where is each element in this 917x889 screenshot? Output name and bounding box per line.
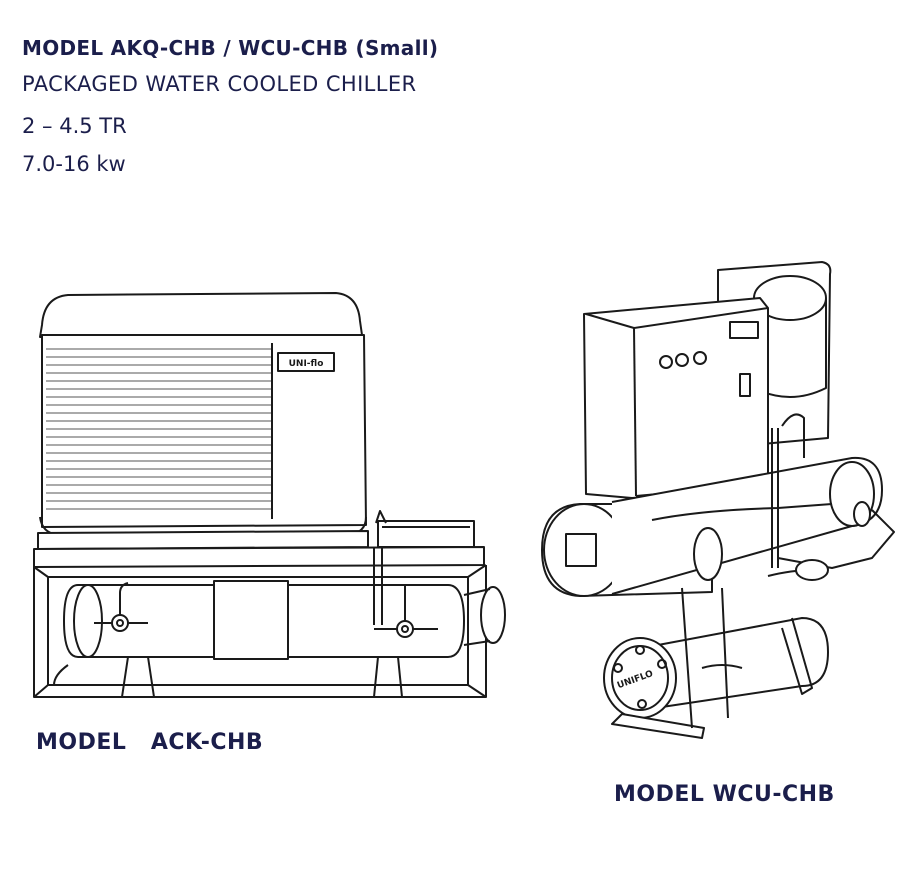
wcu-chb-caption: MODEL WCU-CHB [614, 782, 835, 807]
model-title: MODEL AKQ-CHB / WCU-CHB (Small) [22, 36, 439, 60]
ack-chb-caption: MODEL ACK-CHB [36, 730, 264, 755]
capacity-tr: 2 – 4.5 TR [22, 114, 127, 138]
ack-chb-illustration: UNI-flo [33, 292, 506, 698]
capacity-kw: 7.0-16 kw [22, 152, 126, 176]
left-badge-text: UNI-flo [289, 359, 324, 369]
product-type: PACKAGED WATER COOLED CHILLER [22, 72, 417, 96]
wcu-chb-illustration: UNIFLO [541, 261, 895, 739]
